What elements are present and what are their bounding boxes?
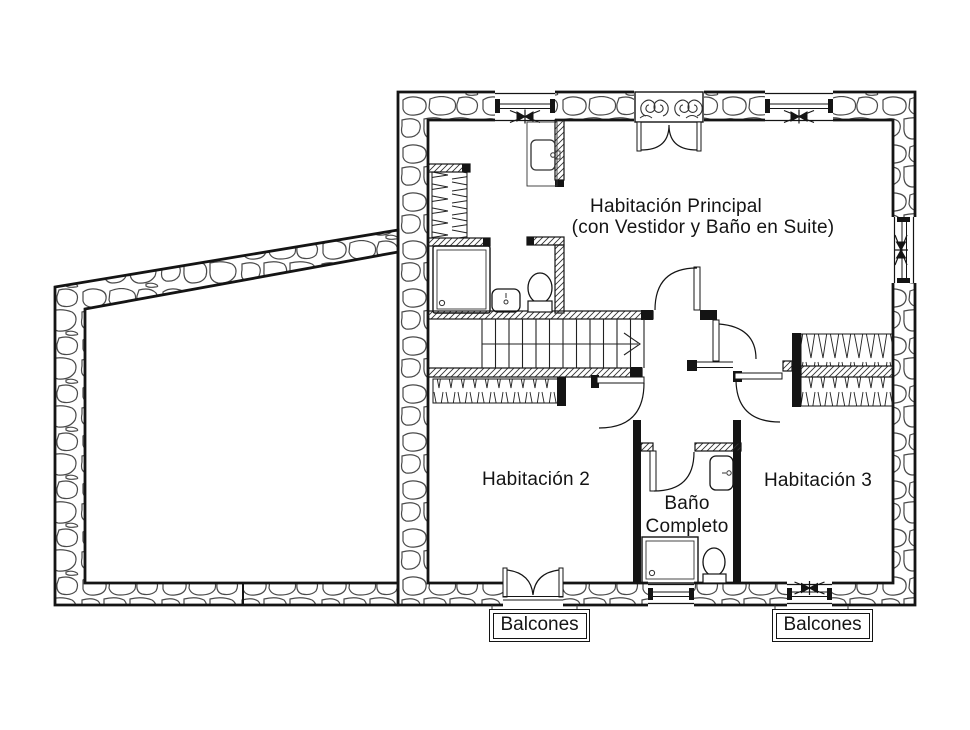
wall-bath-entry-right [694, 442, 742, 452]
closet-room3 [800, 376, 894, 407]
door-room2 [596, 376, 645, 429]
french-doors-room2-balcony [502, 567, 564, 601]
wall-bath-right [554, 244, 565, 314]
wall-cap-hall [687, 360, 697, 371]
wall-closet-divider [792, 333, 801, 407]
label-bath-line1: Baño [664, 493, 710, 514]
wall-room2-bath [633, 420, 641, 583]
balcony-callout-left-text: Balcones [492, 612, 587, 639]
closet-room2 [432, 378, 559, 404]
wall-stairs-bottom [427, 367, 643, 378]
wall-bath-entry-left [640, 442, 654, 452]
balcony-callout-right-text: Balcones [775, 612, 870, 639]
label-principal-line2: (con Vestidor y Baño en Suite) [571, 217, 835, 238]
door-hall-north [712, 319, 757, 362]
ensuite-sink [491, 288, 521, 313]
label-bath-line2: Completo [645, 516, 729, 537]
balcony-callout-right: Balcones [772, 609, 874, 642]
bathroom-shower [641, 536, 699, 584]
interior-walls [427, 119, 894, 583]
label-principal-line1: Habitación Principal [590, 196, 762, 217]
fixtures [432, 121, 734, 584]
wall-closet-cap [557, 377, 566, 406]
balcony-callout-left: Balcones [489, 609, 591, 642]
doors [502, 266, 783, 601]
french-doors-top [636, 121, 702, 152]
vestidor-basin [526, 121, 561, 187]
ensuite-toilet [527, 272, 553, 313]
bathroom-toilet [702, 547, 727, 584]
staircase [481, 319, 645, 368]
wall-stub-hall [700, 310, 717, 320]
balcony-connectors [491, 605, 849, 610]
annex-wall-ring [53, 228, 400, 607]
door-room3 [734, 372, 783, 423]
wall-bath-room3 [733, 420, 741, 583]
wardrobe-vestidor [431, 171, 468, 239]
wall-opening-sill [697, 361, 733, 368]
wall-vestidor-bottom [427, 237, 491, 247]
bathroom-sink [709, 455, 734, 491]
balcony-railing [634, 91, 704, 123]
label-room2: Habitación 2 [481, 469, 591, 490]
stair-arrow [623, 332, 641, 356]
window-bathroom-bottom [648, 583, 694, 605]
window-top-left [495, 92, 555, 125]
windows [495, 92, 915, 605]
outer-walls [53, 90, 917, 607]
balcony-scrolls [639, 99, 703, 119]
window-right-wall [893, 217, 915, 283]
wall-between-closets [800, 365, 894, 378]
label-room3: Habitación 3 [763, 470, 873, 491]
ensuite-shower [432, 245, 491, 314]
closet-principal [800, 333, 894, 367]
window-top-right [765, 92, 833, 125]
closets [431, 171, 894, 407]
balcony-top [634, 91, 704, 152]
window-room3-bottom [787, 580, 832, 605]
door-bathroom [649, 450, 695, 492]
wall-basin-nook [554, 119, 565, 181]
door-principal [654, 266, 701, 311]
